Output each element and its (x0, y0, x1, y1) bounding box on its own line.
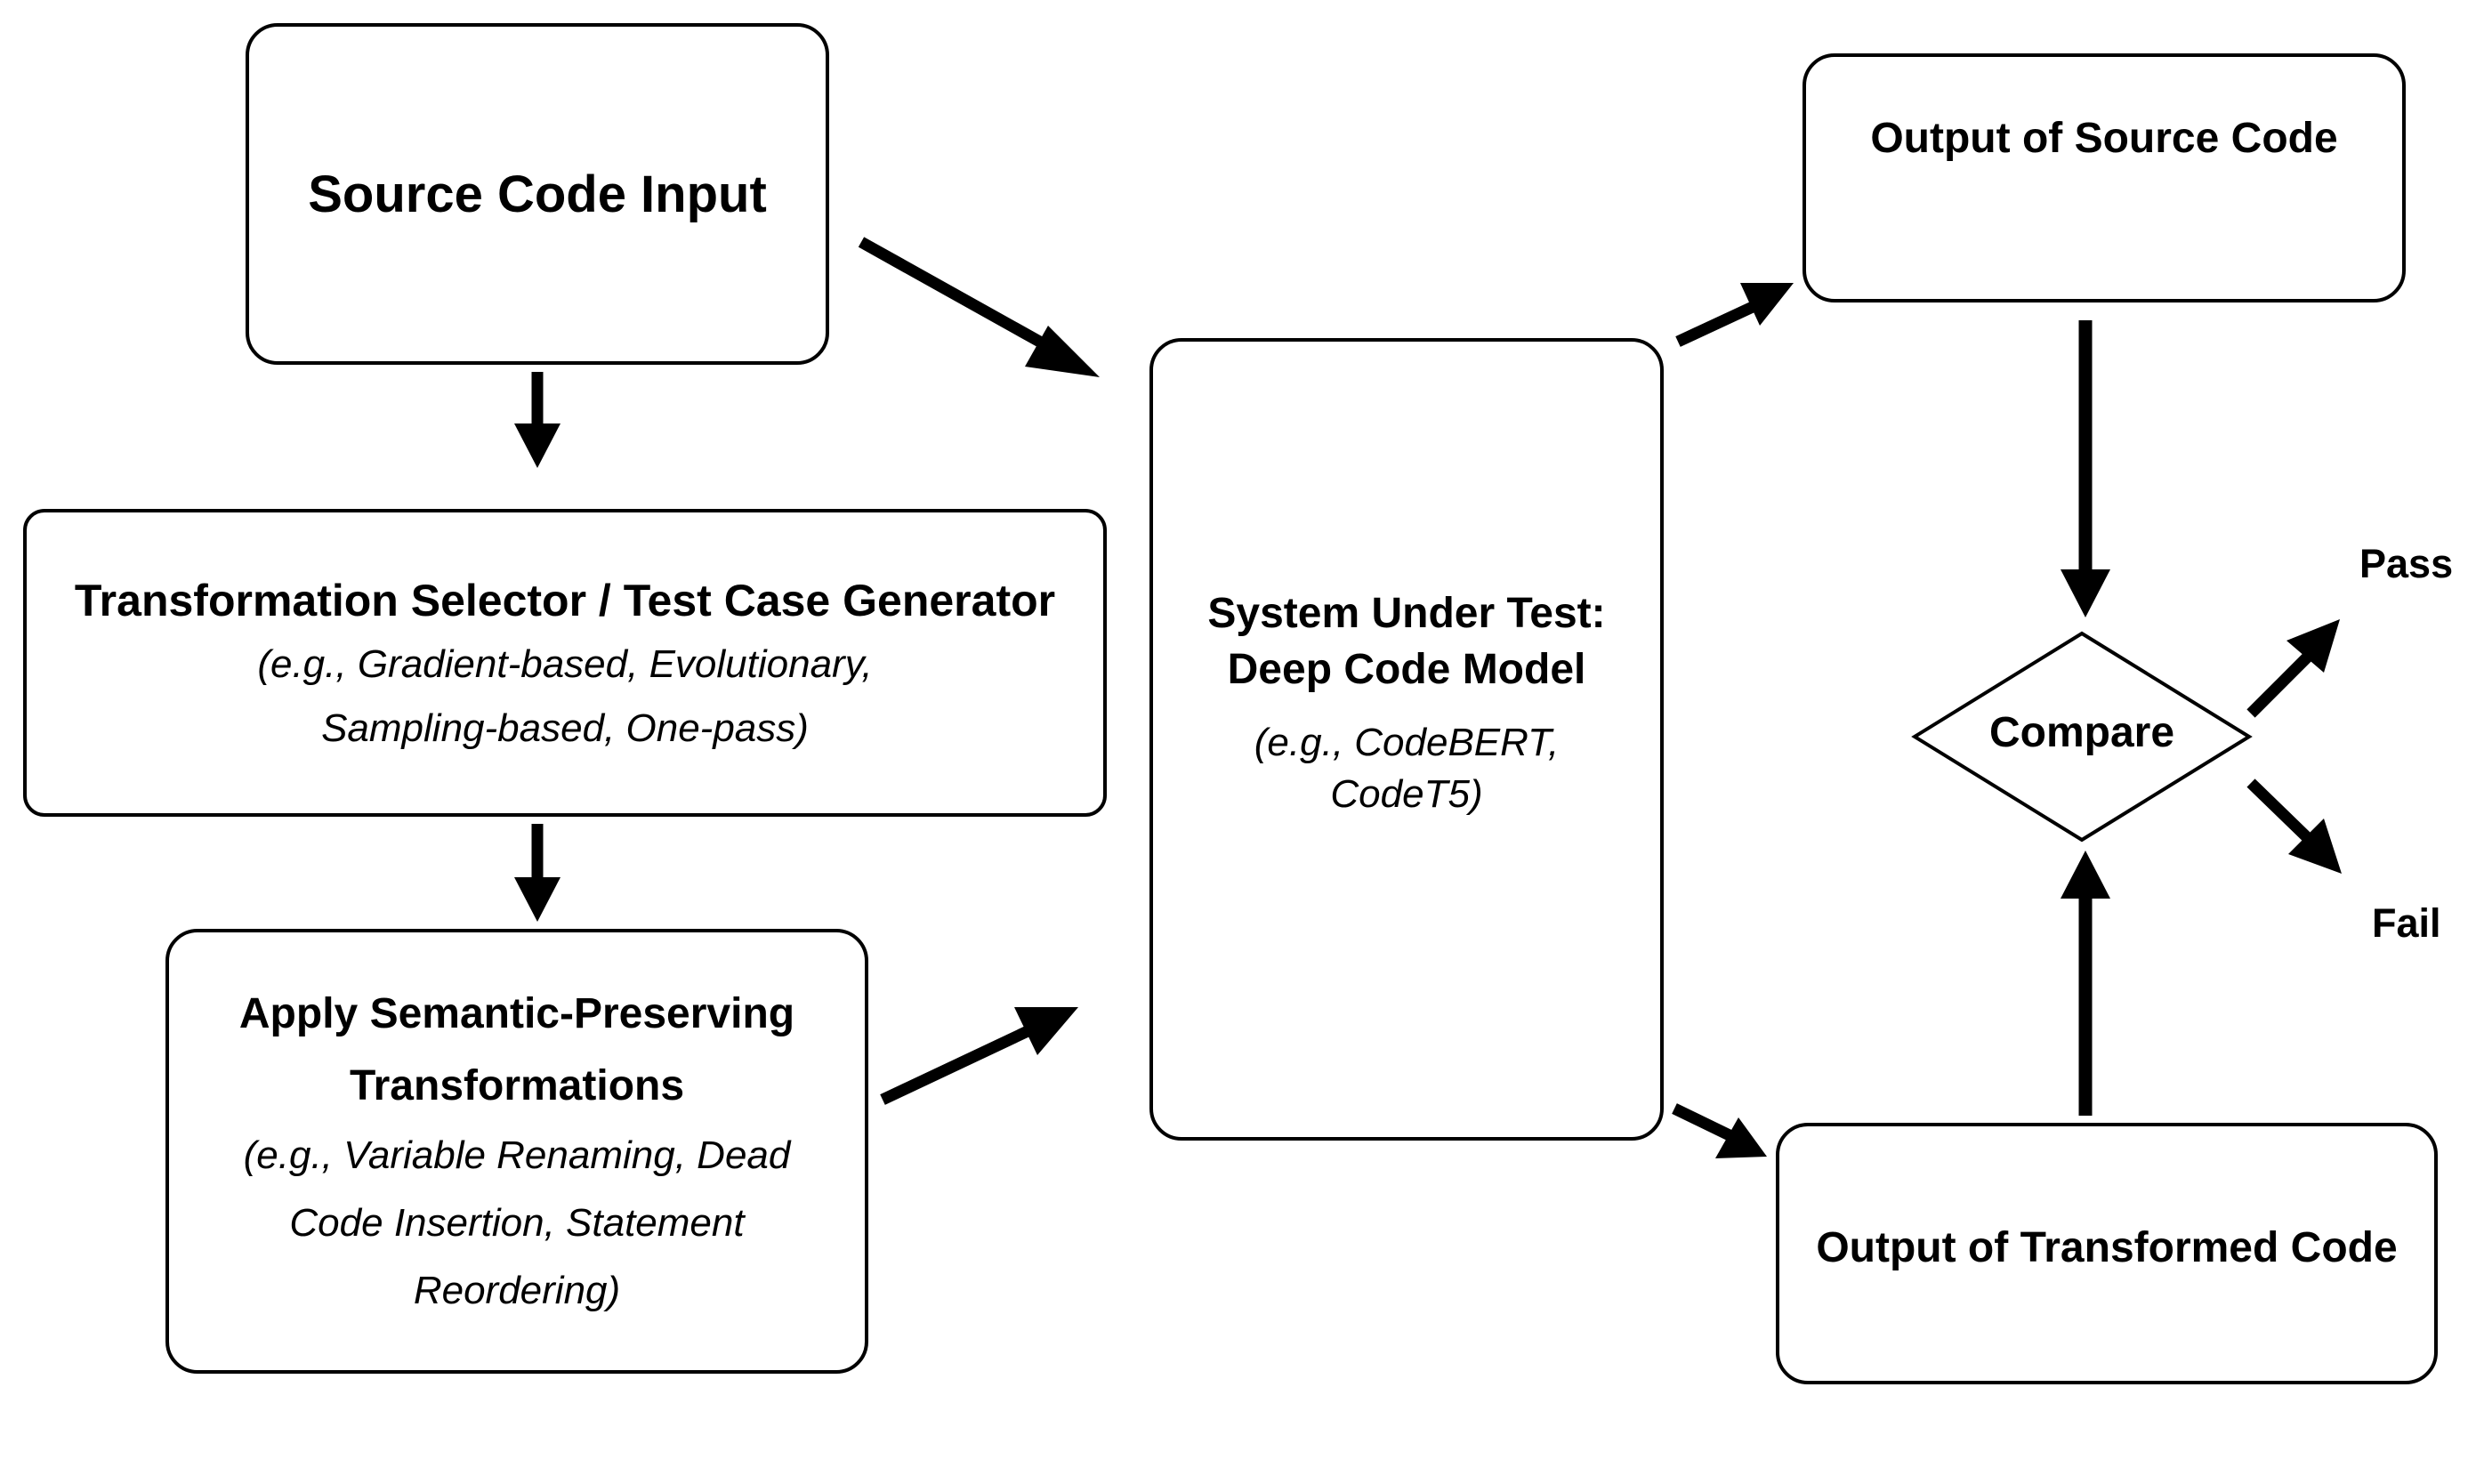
arrow-compare-to-pass (2246, 619, 2340, 718)
pass-label: Pass (2359, 541, 2454, 586)
compare-diamond (1911, 631, 2253, 843)
compare-label: Compare (1988, 709, 2175, 756)
arrow-apply-to-sut (880, 1007, 1078, 1105)
system-under-test-examples-line2: CodeT5) (1330, 772, 1483, 816)
arrow-output-transformed-to-compare (2061, 851, 2110, 1116)
apply-transformations-title-line2: Transformations (349, 1062, 685, 1109)
apply-transformations-examples-line2: Code Insertion, Statement (289, 1201, 745, 1245)
source-code-input-label: Source Code Input (308, 165, 767, 223)
system-under-test-examples-line1: (e.g., CodeBERT, (1254, 721, 1560, 764)
transformation-selector-examples-line1: (e.g., Gradient-based, Evolutionary, (257, 642, 873, 686)
apply-transformations-examples-line1: (e.g., Variable Renaming, Dead (243, 1133, 791, 1177)
system-under-test-title-line1: System Under Test: (1207, 590, 1606, 637)
transformation-selector-examples-line2: Sampling-based, One-pass) (321, 706, 809, 750)
fail-label: Fail (2372, 900, 2441, 946)
system-under-test-box: System Under Test: Deep Code Model (e.g.… (1149, 338, 1664, 1141)
output-source-code-label: Output of Source Code (1870, 114, 2338, 162)
transformation-selector-title: Transformation Selector / Test Case Gene… (74, 576, 1056, 625)
arrow-source-to-selector (514, 372, 561, 468)
system-under-test-title-line2: Deep Code Model (1227, 646, 1586, 693)
arrow-selector-to-apply (514, 824, 561, 922)
apply-transformations-title-line1: Apply Semantic-Preserving (238, 990, 795, 1037)
arrow-compare-to-fail (2246, 778, 2342, 874)
transformation-selector-box: Transformation Selector / Test Case Gene… (23, 509, 1107, 817)
output-transformed-code-box: Output of Transformed Code (1776, 1123, 2438, 1384)
output-transformed-code-label: Output of Transformed Code (1816, 1223, 2398, 1271)
arrow-output-source-to-compare (2061, 320, 2110, 617)
arrow-sut-to-output-source (1675, 283, 1794, 347)
source-code-input-box: Source Code Input (246, 23, 829, 365)
apply-transformations-box: Apply Semantic-Preserving Transformation… (165, 929, 868, 1374)
apply-transformations-examples-line3: Reordering) (413, 1269, 621, 1312)
output-source-code-box: Output of Source Code (1803, 53, 2406, 302)
arrow-source-to-sut (858, 237, 1100, 377)
arrow-sut-to-output-transformed (1672, 1103, 1767, 1158)
